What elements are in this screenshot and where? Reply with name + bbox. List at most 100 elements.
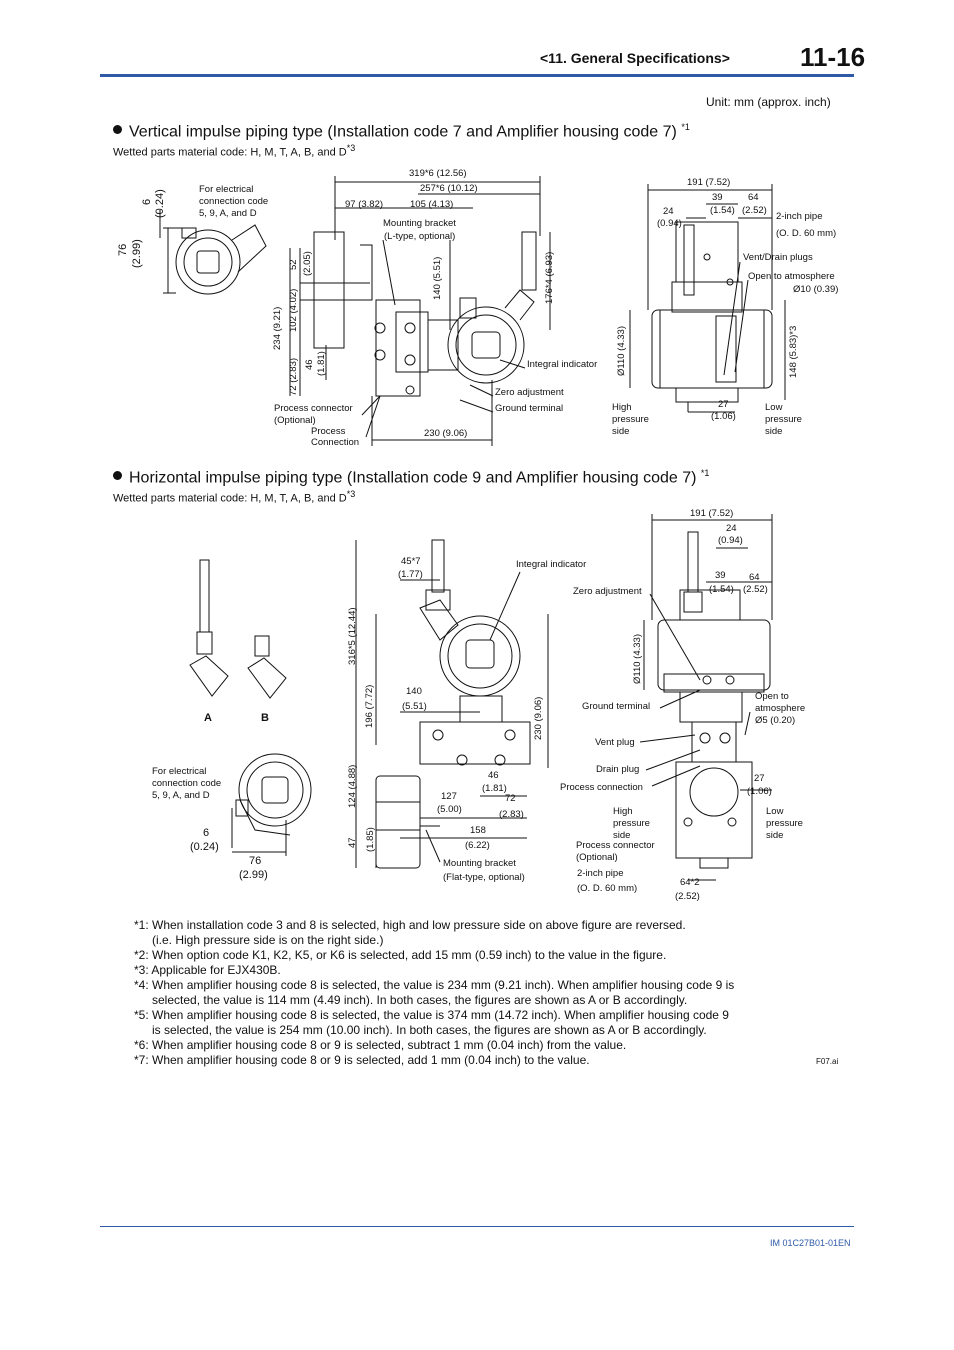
footnote-5: *5: When amplifier housing code 8 is sel… — [134, 1008, 729, 1037]
label-drain-plug: Drain plug — [596, 764, 639, 775]
dim-46-in: (1.81) — [482, 783, 507, 794]
label-high-3: side — [612, 426, 629, 437]
dim-76: 76 — [117, 244, 129, 256]
label-high-3: side — [613, 830, 630, 841]
dim-64b-in: (2.52) — [675, 891, 700, 902]
label-process-connection-2: Connection — [311, 437, 359, 448]
footnote-2: *2: When option code K1, K2, K5, or K6 i… — [134, 948, 667, 962]
dim-257: 257*6 (10.12) — [420, 183, 478, 194]
dim-24-in: (0.94) — [657, 218, 682, 229]
dim-39-in: (1.54) — [710, 205, 735, 216]
dim-110: Ø110 (4.33) — [616, 326, 627, 376]
label-open-atmosphere: Open to atmosphere — [748, 271, 835, 282]
dim-72-in: (2.83) — [499, 809, 524, 820]
dim-76: 76 — [249, 855, 261, 867]
dim-5: Ø5 (0.20) — [755, 715, 795, 726]
section2-subtitle: Wetted parts material code: H, M, T, A, … — [113, 489, 356, 505]
dim-64-in: (2.52) — [743, 584, 768, 595]
label-integral-indicator: Integral indicator — [516, 559, 586, 570]
label-high-2: pressure — [612, 414, 649, 425]
dim-158-in: (6.22) — [465, 840, 490, 851]
dim-27-in: (1.06) — [747, 786, 772, 797]
label-bracket-type: (L-type, optional) — [384, 231, 455, 242]
header-section-title: <11. General Specifications> — [540, 50, 730, 66]
dim-230: 230 (9.06) — [424, 428, 467, 439]
dim-6: 6 — [141, 199, 153, 205]
label-mounting-bracket: Mounting bracket — [443, 858, 516, 869]
dim-127: 127 — [441, 791, 457, 802]
dim-27: 27 — [754, 773, 765, 784]
dim-64: 64 — [749, 572, 760, 583]
figure-vertical-piping: 319*6 (12.56) 257*6 (10.12) 97 (3.82) 10… — [117, 168, 838, 448]
bullet-icon — [113, 125, 122, 135]
label-high-1: High — [612, 402, 632, 413]
label-process-connector: Process connector — [576, 840, 655, 851]
footer-rule — [100, 1226, 854, 1227]
dim-158: 158 — [470, 825, 486, 836]
dim-45: 45*7 — [401, 556, 421, 567]
dim-191: 191 (7.52) — [690, 508, 733, 519]
label-process-connector-optional: (Optional) — [274, 415, 316, 426]
label-a: A — [204, 712, 212, 724]
dim-234: 234 (9.21) — [272, 307, 283, 350]
dim-316: 316*5 (12.44) — [347, 607, 358, 665]
dim-140-in: (5.51) — [402, 701, 427, 712]
figure-horizontal-piping: A B For electrical connection code 5, 9,… — [152, 508, 805, 902]
dim-76-in: (2.99) — [131, 239, 143, 268]
label-ground-terminal: Ground terminal — [582, 701, 650, 712]
label-pipe: 2-inch pipe — [577, 868, 623, 879]
dim-148: 148 (5.83)*3 — [788, 326, 799, 378]
dim-72: 72 (2.83) — [288, 358, 299, 396]
label-process-connection-1: Process — [311, 426, 346, 437]
label-mounting-bracket: Mounting bracket — [383, 218, 456, 229]
label-pipe-od: (O. D. 60 mm) — [776, 228, 836, 239]
label-high-2: pressure — [613, 818, 650, 829]
dim-64: 64 — [748, 192, 759, 203]
label-vent-drain: Vent/Drain plugs — [743, 252, 813, 263]
unit-note: Unit: mm (approx. inch) — [706, 95, 831, 109]
dim-10: Ø10 (0.39) — [793, 284, 838, 295]
dim-46: 46 — [488, 770, 499, 781]
dim-46-in: (1.81) — [316, 351, 327, 376]
dim-46: 46 — [304, 359, 315, 370]
label-elec-2: connection code — [152, 778, 221, 789]
dim-24: 24 — [726, 523, 737, 534]
label-low-3: side — [766, 830, 783, 841]
section2-title: Horizontal impulse piping type (Installa… — [113, 468, 709, 487]
dim-27: 27 — [718, 399, 729, 410]
dim-6-in: (0.24) — [154, 189, 166, 218]
label-high-1: High — [613, 806, 633, 817]
dim-72: 72 — [505, 793, 516, 804]
label-low-1: Low — [766, 806, 784, 817]
label-zero-adjustment: Zero adjustment — [495, 387, 564, 398]
document-id: IM 01C27B01-01EN — [770, 1238, 851, 1248]
dim-127-in: (5.00) — [437, 804, 462, 815]
label-integral-indicator: Integral indicator — [527, 359, 597, 370]
footnote-7: *7: When amplifier housing code 8 or 9 i… — [134, 1053, 590, 1067]
label-bracket-type: (Flat-type, optional) — [443, 872, 525, 883]
label-pipe-od: (O. D. 60 mm) — [577, 883, 637, 894]
page-number: 11-16 — [800, 42, 866, 72]
dim-64-in: (2.52) — [742, 205, 767, 216]
dim-39: 39 — [712, 192, 723, 203]
label-elec-1: For electrical — [152, 766, 206, 777]
dim-47-in: (1.85) — [365, 827, 376, 852]
dim-76-in: (2.99) — [239, 869, 268, 881]
label-b: B — [261, 712, 269, 724]
label-ground-terminal: Ground terminal — [495, 403, 563, 414]
dim-47: 47 — [347, 837, 358, 848]
label-process-connection: Process connection — [560, 782, 643, 793]
dim-27-in: (1.06) — [711, 411, 736, 422]
header-rule — [100, 74, 854, 77]
label-process-connector-optional: (Optional) — [576, 852, 618, 863]
section1-title: Vertical impulse piping type (Installati… — [113, 122, 690, 141]
dim-45-in: (1.77) — [398, 569, 423, 580]
dim-176: 176*4 (6.93) — [544, 252, 555, 304]
dim-39-in: (1.54) — [709, 584, 734, 595]
footnote-3: *3: Applicable for EJX430B. — [134, 963, 281, 977]
dim-105: 105 (4.13) — [410, 199, 453, 210]
label-elec-3: 5, 9, A, and D — [152, 790, 210, 801]
dim-24: 24 — [663, 206, 674, 217]
dim-124: 124 (4.88) — [347, 765, 358, 808]
dim-52: 52 — [288, 259, 299, 270]
